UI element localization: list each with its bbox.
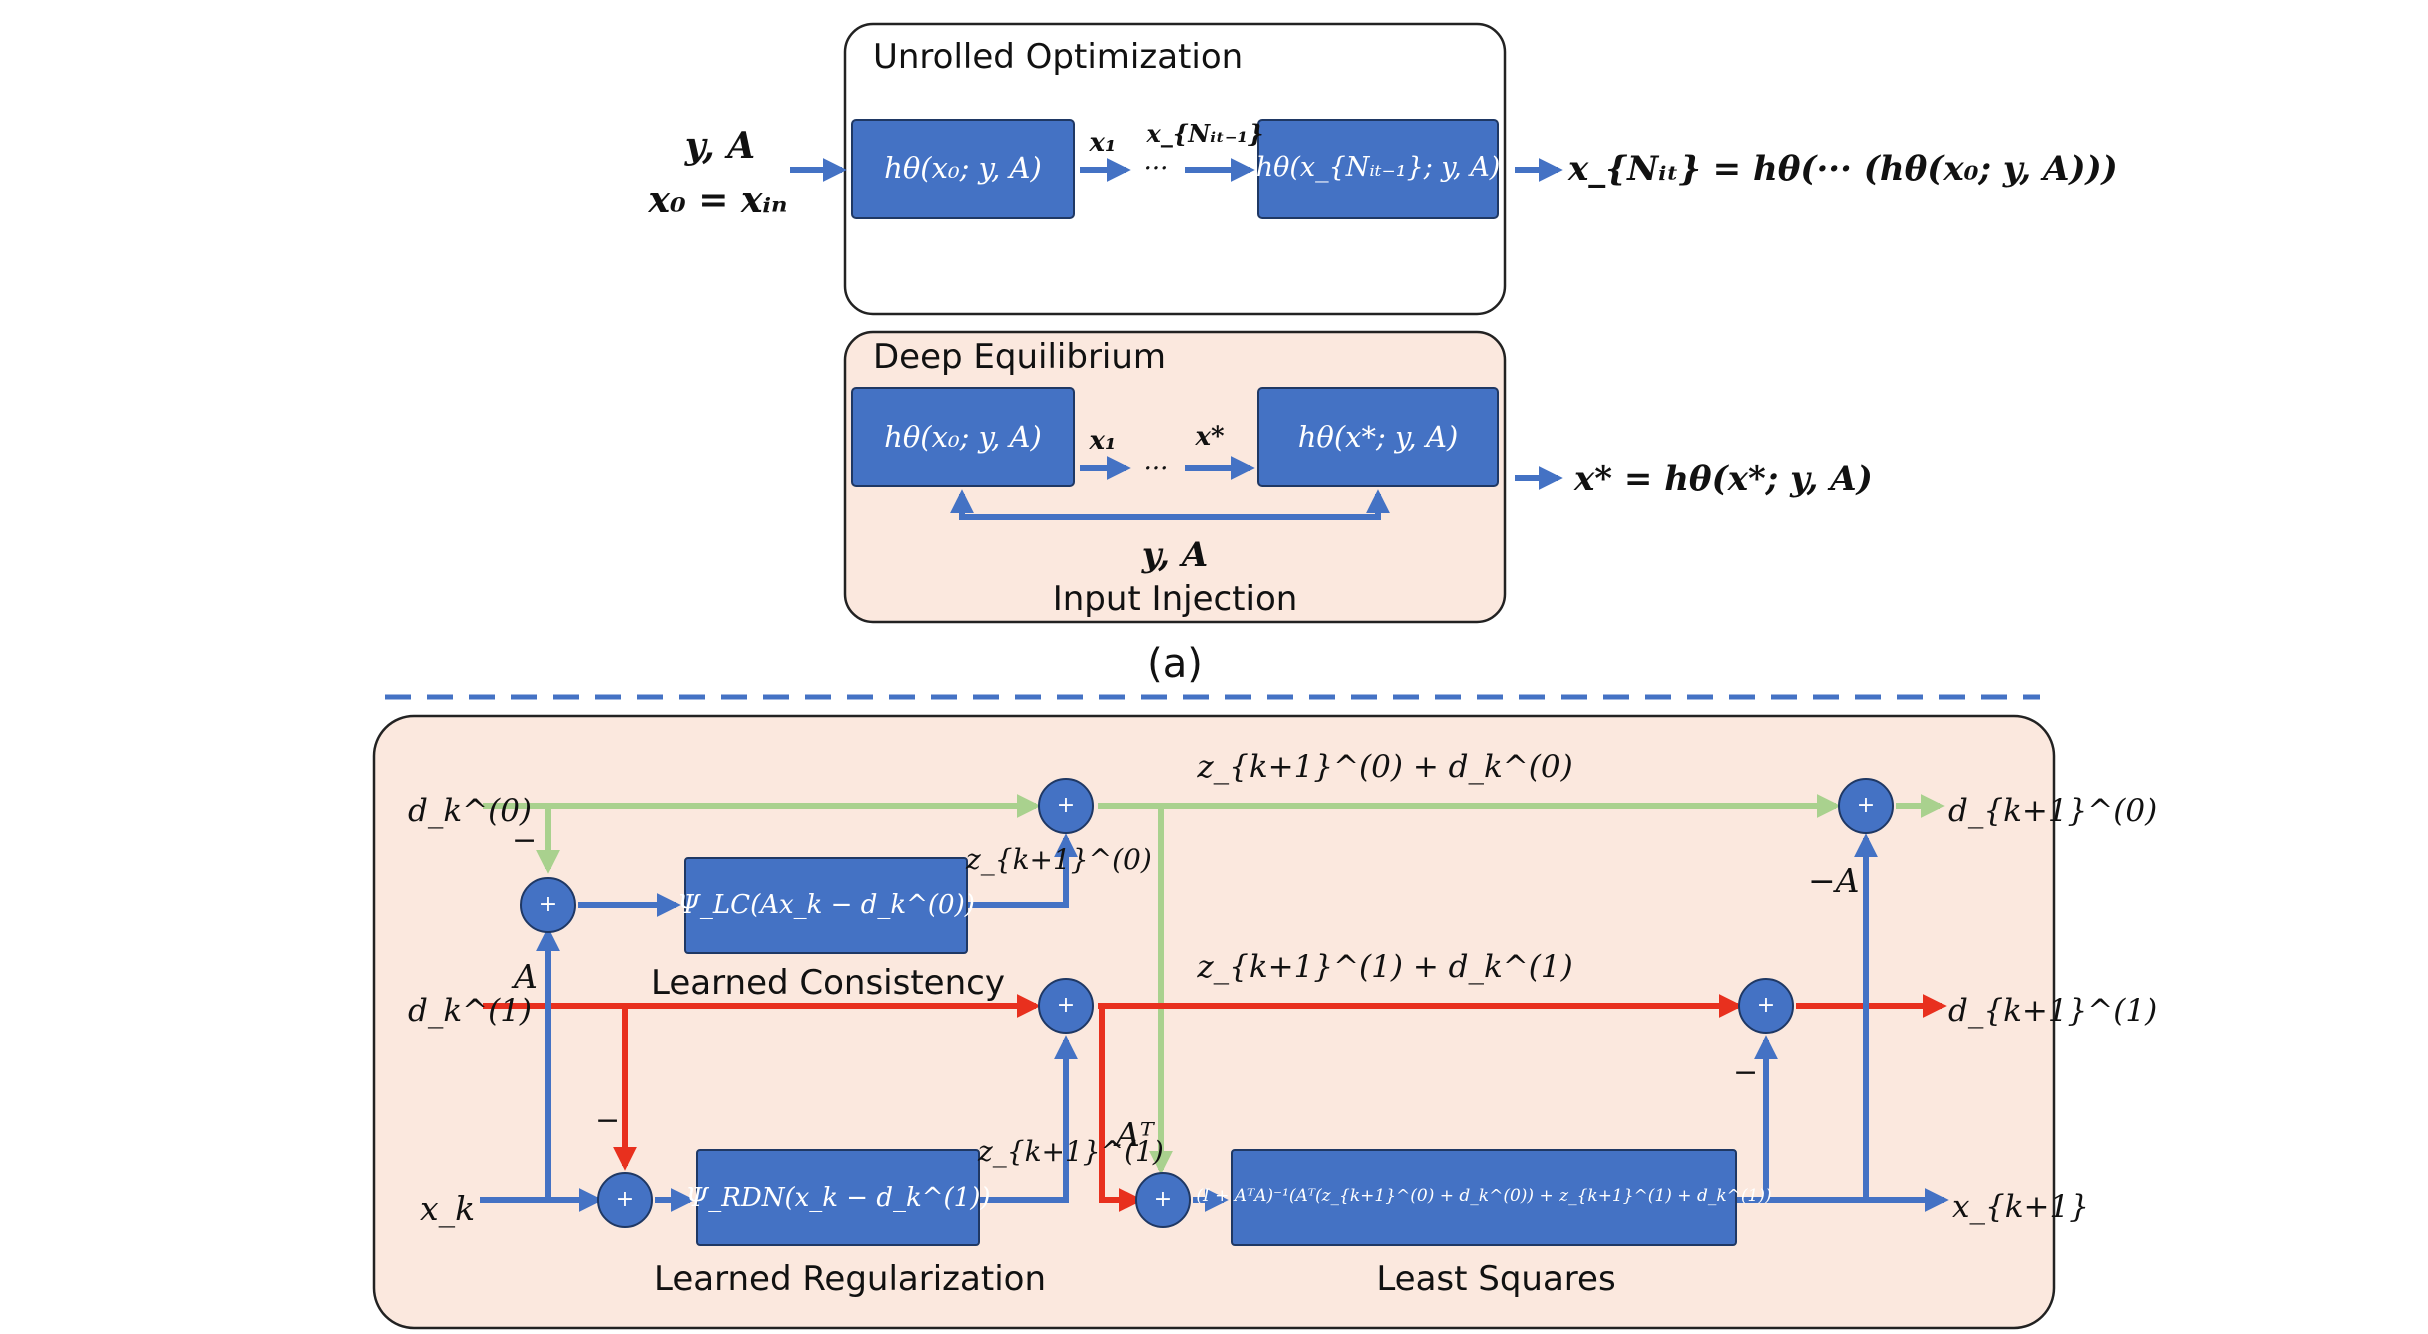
deq-block-1	[851, 387, 1075, 487]
z1-label: z_{k+1}^(1)	[978, 1135, 1164, 1168]
rdn-label: Learned Regularization	[654, 1259, 1046, 1299]
figure-caption-a: (a)	[1147, 641, 1203, 687]
minus-d0: −	[512, 823, 538, 858]
ls-label: Least Squares	[1376, 1259, 1616, 1299]
input-yA: y, A	[684, 125, 756, 167]
rdn-block	[696, 1149, 980, 1246]
deq-block-2	[1257, 387, 1499, 487]
deq-title: Deep Equilibrium	[873, 337, 1167, 377]
sum-node-regularization	[597, 1172, 653, 1228]
plus-z0: +	[1056, 793, 1076, 818]
unrolled-block-1	[851, 119, 1075, 219]
lc-label: Learned Consistency	[651, 963, 1005, 1003]
blue-rdn-to-sum1	[980, 1035, 1078, 1203]
deq-dots: ···	[1143, 454, 1169, 484]
deq-x1: x₁	[1089, 426, 1117, 456]
injection-label: Input Injection	[1052, 579, 1298, 619]
AT-label: Aᵀ	[1116, 1115, 1154, 1154]
zd1-label: z_{k+1}^(1) + d_k^(1)	[1197, 949, 1573, 985]
plus-consistency: +	[538, 892, 558, 917]
zd0-label: z_{k+1}^(0) + d_k^(0)	[1197, 749, 1573, 785]
unrolled-output: x_{Nᵢₜ} = hθ(··· (hθ(x₀; y, A)))	[1568, 149, 2118, 189]
minus-d1: −	[595, 1103, 621, 1138]
plus-least-squares: +	[1153, 1187, 1173, 1212]
sum-node-z0	[1038, 778, 1094, 834]
unrolled-dots: ···	[1143, 154, 1169, 184]
sum-node-z1	[1038, 978, 1094, 1034]
unrolled-block-2-label: hθ(x_{Nᵢₜ₋₁}; y, A)	[1255, 152, 1501, 183]
unrolled-block-1-label: hθ(x₀; y, A)	[884, 151, 1042, 185]
plus-regularization: +	[615, 1187, 635, 1212]
plus-d1-out: +	[1756, 993, 1776, 1018]
sum-node-d0-out	[1838, 778, 1894, 834]
lc-block	[684, 857, 968, 954]
x-output: x_{k+1}	[1952, 1189, 2089, 1225]
d1-input: d_k^(1)	[408, 993, 533, 1029]
negA-label: −A	[1808, 861, 1860, 900]
ls-block	[1231, 1149, 1737, 1246]
sum-node-consistency	[520, 877, 576, 933]
deq-output: x* = hθ(x*; y, A)	[1574, 459, 1873, 499]
deq-block-2-label: hθ(x*; y, A)	[1297, 420, 1459, 454]
plus-z1: +	[1056, 993, 1076, 1018]
z0-label: z_{k+1}^(0)	[966, 843, 1152, 876]
d0-input: d_k^(0)	[408, 793, 533, 829]
plus-d0-out: +	[1856, 793, 1876, 818]
A-label: A	[514, 957, 538, 996]
sum-node-d1-out	[1738, 978, 1794, 1034]
xk-input: x_k	[420, 1189, 476, 1228]
deq-xstar: x*	[1195, 422, 1225, 452]
unrolled-x1: x₁	[1089, 128, 1117, 158]
minus-xout: −	[1733, 1055, 1759, 1090]
lc-block-label: Ψ_LC(Ax_k − d_k^(0))	[677, 890, 975, 920]
unrolled-block-2	[1257, 119, 1499, 219]
unrolled-title: Unrolled Optimization	[873, 37, 1244, 77]
rdn-block-label: Ψ_RDN(x_k − d_k^(1))	[685, 1183, 991, 1213]
unrolled-xN: x_{Nᵢₜ₋₁}	[1146, 119, 1264, 148]
deq-block-1-label: hθ(x₀; y, A)	[884, 420, 1042, 454]
input-x0: x₀ = xᵢₙ	[648, 179, 788, 221]
sum-node-least-squares	[1135, 1172, 1191, 1228]
red-sum1-path	[1098, 1003, 1143, 1212]
injection-yA: y, A	[1141, 535, 1209, 575]
d0-output: d_{k+1}^(0)	[1948, 793, 2158, 829]
ls-block-label: (I + AᵀA)⁻¹(Aᵀ(z_{k+1}^(0) + d_k^(0)) + …	[1196, 1186, 1772, 1206]
d1-output: d_{k+1}^(1)	[1948, 993, 2158, 1029]
injection-line	[959, 514, 1381, 520]
blue-lc-to-sum0	[968, 833, 1078, 908]
